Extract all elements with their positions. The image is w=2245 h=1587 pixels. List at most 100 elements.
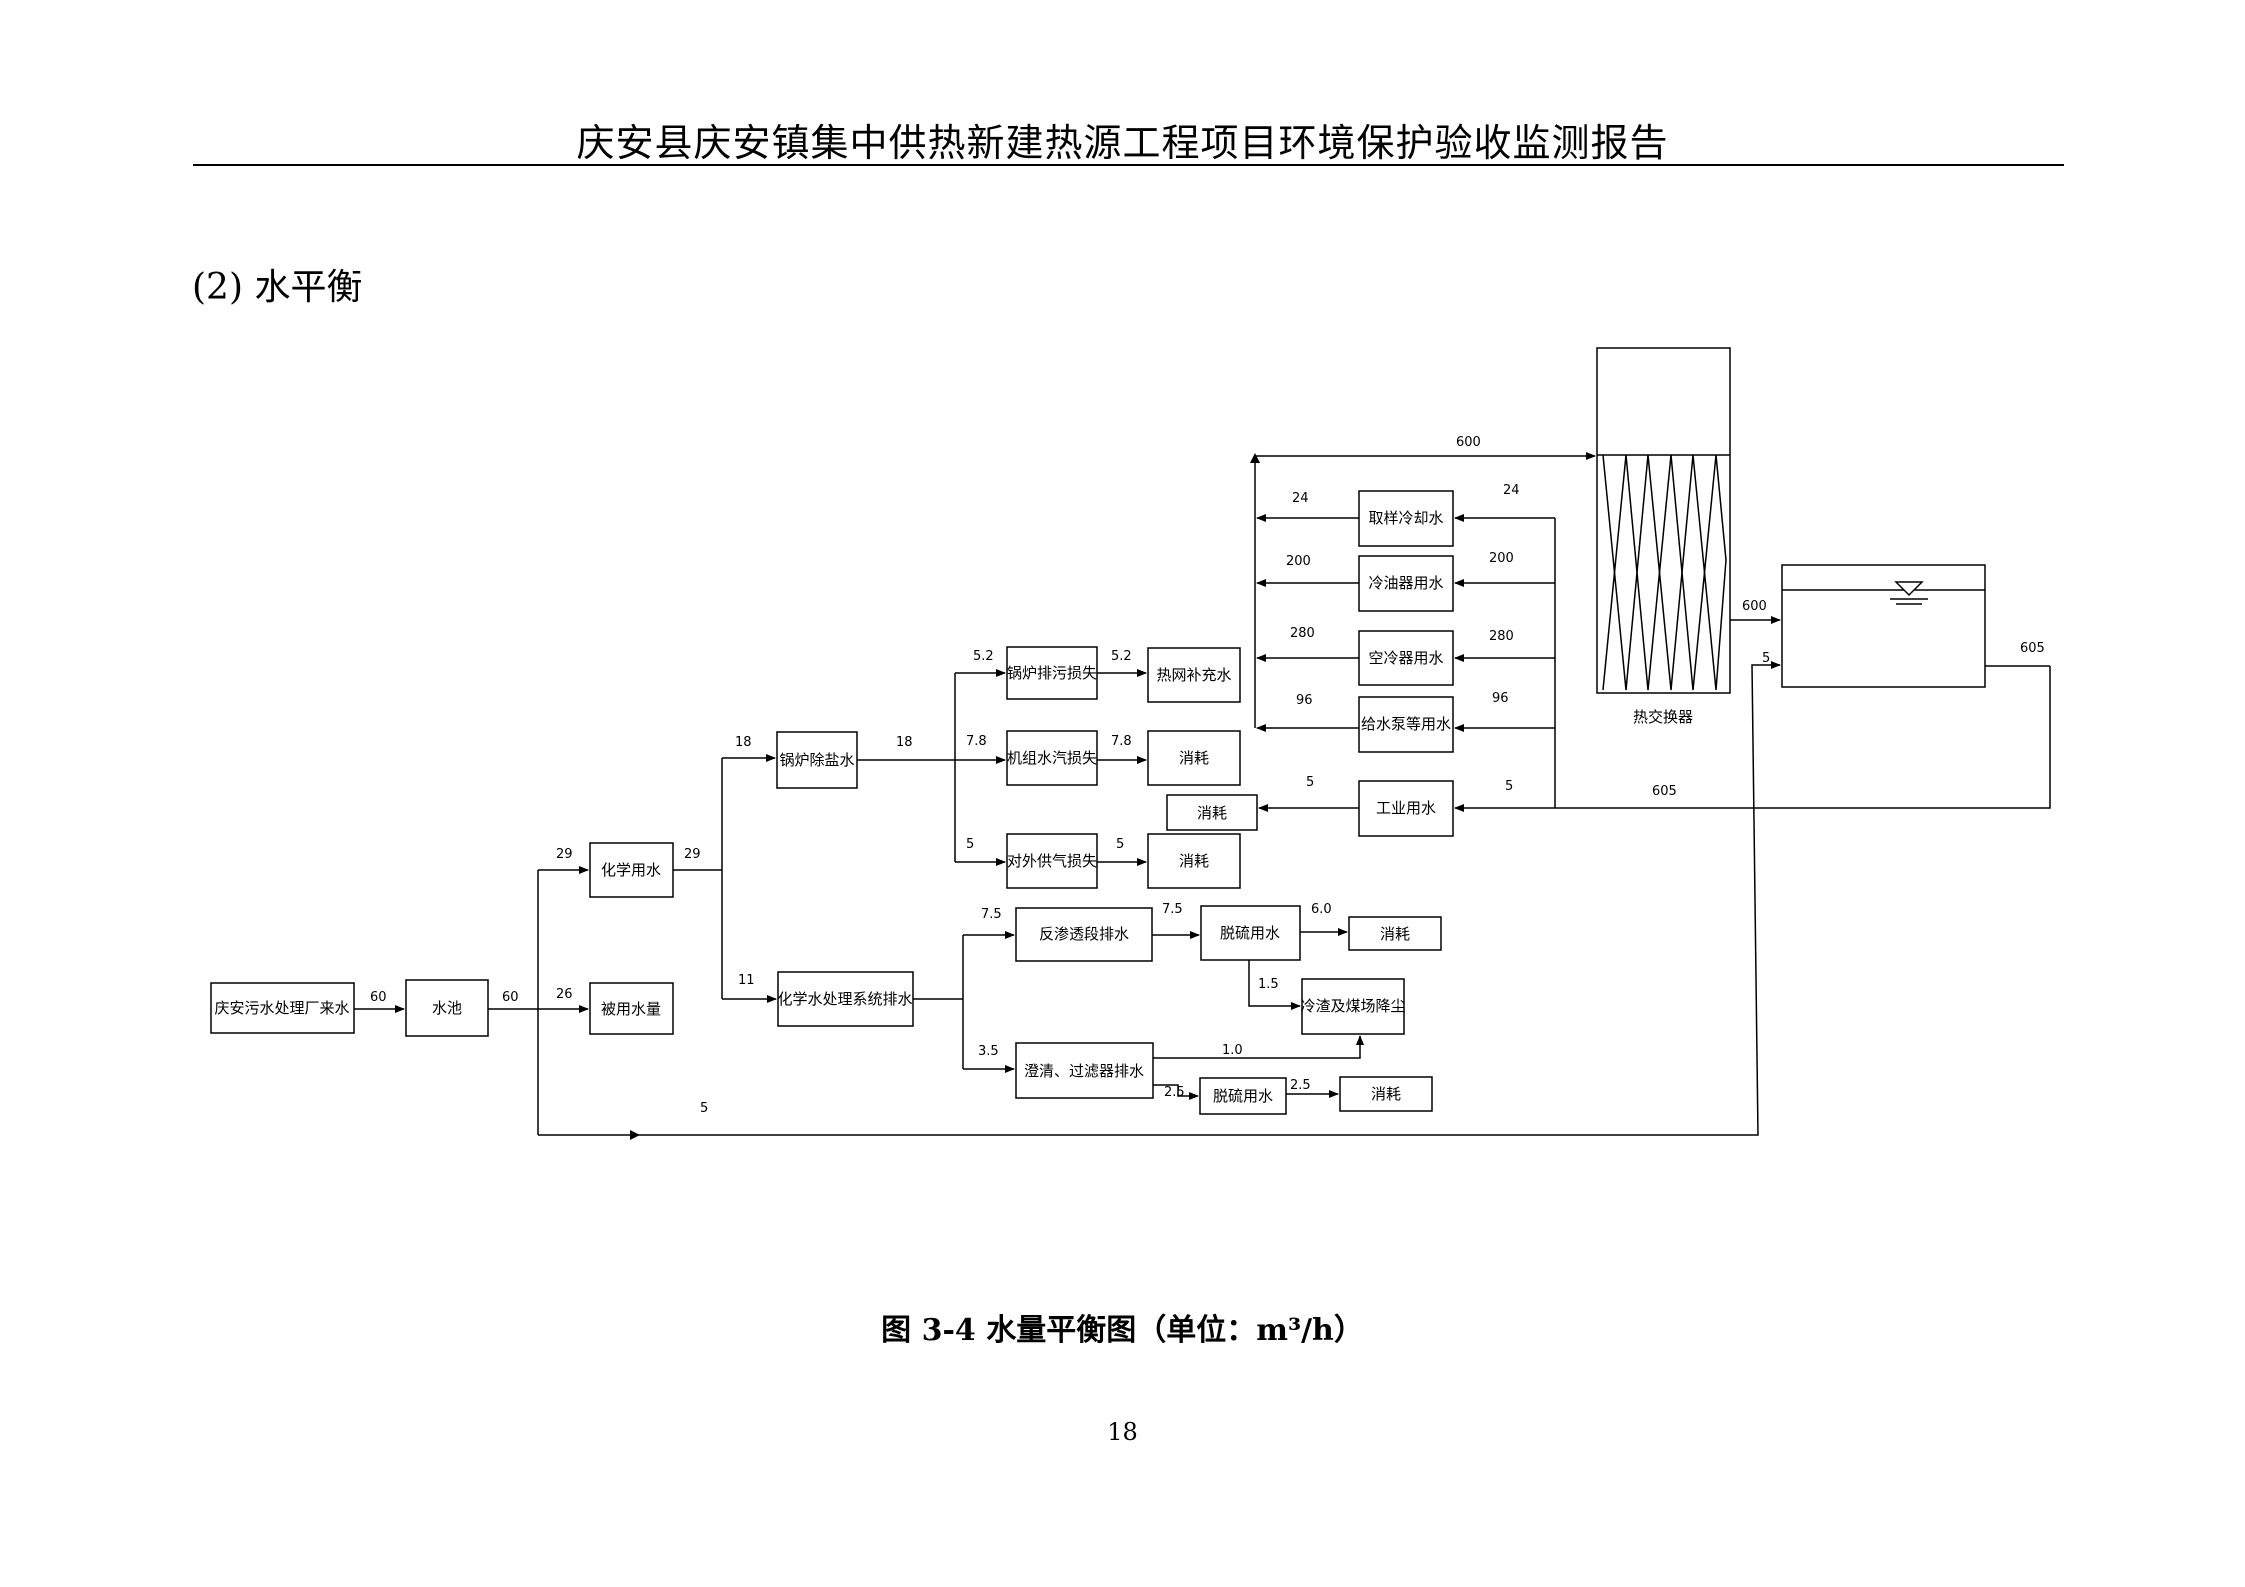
flow-to-blowdown: 5.2 [973, 649, 994, 664]
node-consume-industrial: 消耗 [1166, 794, 1258, 831]
arrow-return-605 [1454, 666, 2051, 812]
flow-blowdown-out: 5.2 [1111, 649, 1132, 664]
node-chem-water-label: 化学用水 [601, 861, 661, 879]
flow-to-unit-loss: 7.8 [966, 734, 987, 749]
node-consume-ext: 消耗 [1147, 833, 1241, 889]
flow-pool-out: 60 [502, 990, 519, 1005]
node-sampling: 取样冷却水 [1358, 490, 1454, 547]
flow-industrial-in: 5 [1505, 779, 1513, 794]
node-heat-exchanger: 热交换器 [1596, 347, 1731, 726]
node-oil-cooler-label: 冷油器用水 [1368, 574, 1443, 592]
node-demin: 锅炉除盐水 [776, 731, 858, 789]
node-consume-desulf-1: 消耗 [1348, 916, 1442, 951]
node-net-makeup-label: 热网补充水 [1156, 666, 1231, 684]
flow-desulf1-consume: 6.0 [1311, 902, 1332, 917]
node-clarifier-drain-label: 澄清、过滤器排水 [1024, 1062, 1144, 1080]
node-consume-unit-label: 消耗 [1179, 749, 1209, 767]
flow-makeup-5: 5 [1762, 651, 1770, 666]
node-reserve-label: 被用水量 [601, 1000, 661, 1018]
node-air-cooler: 空冷器用水 [1358, 630, 1454, 686]
flow-sampling-in: 24 [1503, 483, 1520, 498]
node-ro-drain-label: 反渗透段排水 [1039, 925, 1129, 943]
node-chem-water: 化学用水 [589, 842, 674, 898]
flow-air-in: 280 [1489, 629, 1514, 644]
flow-oil-out: 200 [1286, 554, 1311, 569]
node-pump: 给水泵等用水 [1358, 696, 1454, 753]
node-blowdown-label: 锅炉排污损失 [1007, 664, 1097, 682]
flow-pump-in: 96 [1492, 691, 1509, 706]
flow-desulf1-slag: 1.5 [1258, 977, 1279, 992]
flow-hx-tank: 600 [1742, 599, 1767, 614]
node-unit-loss-label: 机组水汽损失 [1007, 749, 1097, 767]
node-consume-unit: 消耗 [1147, 730, 1241, 786]
flow-sampling-out: 24 [1292, 491, 1309, 506]
node-sampling-label: 取样冷却水 [1368, 509, 1443, 527]
node-pool-label: 水池 [432, 999, 462, 1017]
node-industrial: 工业用水 [1358, 780, 1454, 837]
node-pool: 水池 [405, 979, 489, 1037]
node-slag-cooling-label: 冷渣及煤场降尘 [1300, 997, 1405, 1015]
flow-tank-out: 605 [2020, 641, 2045, 656]
flow-top-600: 600 [1456, 435, 1481, 450]
node-consume-desulf-2-label: 消耗 [1371, 1085, 1401, 1103]
arrow-desulf1-slag [1248, 960, 1301, 1010]
flow-clarifier-slag: 1.0 [1222, 1043, 1243, 1058]
header-rule [193, 164, 2064, 166]
flow-unit-loss-out: 7.8 [1111, 734, 1132, 749]
node-chem-drain: 化学水处理系统排水 [777, 971, 914, 1027]
node-net-makeup: 热网补充水 [1147, 647, 1241, 703]
node-consume-industrial-label: 消耗 [1197, 804, 1227, 822]
flow-air-out: 280 [1290, 626, 1315, 641]
flow-ext-out: 5 [1116, 837, 1124, 852]
node-consume-desulf-1-label: 消耗 [1380, 925, 1410, 943]
node-blowdown: 锅炉排污损失 [1006, 646, 1098, 700]
node-desulf-2-label: 脱硫用水 [1213, 1087, 1273, 1105]
flow-to-reserve: 26 [556, 987, 573, 1002]
flow-ro-out: 7.5 [1162, 902, 1183, 917]
flow-demin-out: 18 [896, 735, 913, 750]
flow-labels: 60 60 29 26 29 18 11 18 5.2 7.8 5 5.2 7.… [370, 435, 2045, 1116]
node-clarifier-drain: 澄清、过滤器排水 [1015, 1042, 1154, 1099]
node-heat-exchanger-label: 热交换器 [1633, 708, 1693, 726]
flow-clarifier-desulf: 2.5 [1164, 1085, 1185, 1100]
node-consume-ext-label: 消耗 [1179, 852, 1209, 870]
line-bottom-bypass [538, 661, 1781, 1136]
flow-bottom-bypass: 5 [700, 1101, 708, 1116]
flow-to-clarifier: 3.5 [978, 1044, 999, 1059]
node-industrial-label: 工业用水 [1376, 799, 1436, 817]
node-demin-label: 锅炉除盐水 [779, 751, 854, 769]
node-desulf-1-label: 脱硫用水 [1220, 924, 1280, 942]
flow-to-ro: 7.5 [981, 907, 1002, 922]
node-oil-cooler: 冷油器用水 [1358, 555, 1454, 612]
node-desulf-1: 脱硫用水 [1200, 905, 1301, 961]
report-title: 庆安县庆安镇集中供热新建热源工程项目环境保护验收监测报告 [576, 121, 1669, 165]
node-tank [1781, 564, 1986, 688]
flow-to-ext: 5 [966, 837, 974, 852]
node-chem-drain-label: 化学水处理系统排水 [777, 990, 912, 1008]
flow-to-demin: 18 [735, 735, 752, 750]
node-desulf-2: 脱硫用水 [1199, 1077, 1287, 1115]
arrow-bottom-mid [630, 1130, 640, 1140]
node-pump-label: 给水泵等用水 [1361, 715, 1451, 733]
flow-oil-in: 200 [1489, 551, 1514, 566]
node-ext-supply: 对外供气损失 [1006, 833, 1098, 889]
flow-to-chem-drain: 11 [738, 973, 755, 988]
node-consume-desulf-2: 消耗 [1339, 1076, 1433, 1112]
node-source: 庆安污水处理厂来水 [210, 982, 355, 1034]
flow-chem-out: 29 [684, 847, 701, 862]
flow-return-605: 605 [1652, 784, 1677, 799]
flow-to-chem: 29 [556, 847, 573, 862]
flow-desulf2-consume: 2.5 [1290, 1078, 1311, 1093]
node-slag-cooling: 冷渣及煤场降尘 [1300, 978, 1406, 1035]
flow-source-pool: 60 [370, 990, 387, 1005]
flow-pump-out: 96 [1296, 693, 1313, 708]
arrow-clarifier-slag [1153, 1035, 1364, 1059]
arrow-clarifier-desulf [1153, 1084, 1199, 1100]
section-title: (2) 水平衡 [192, 267, 363, 308]
node-unit-loss: 机组水汽损失 [1006, 730, 1098, 786]
flow-industrial-out: 5 [1306, 775, 1314, 790]
node-ro-drain: 反渗透段排水 [1015, 907, 1153, 962]
node-reserve: 被用水量 [589, 982, 674, 1035]
node-air-cooler-label: 空冷器用水 [1368, 649, 1443, 667]
